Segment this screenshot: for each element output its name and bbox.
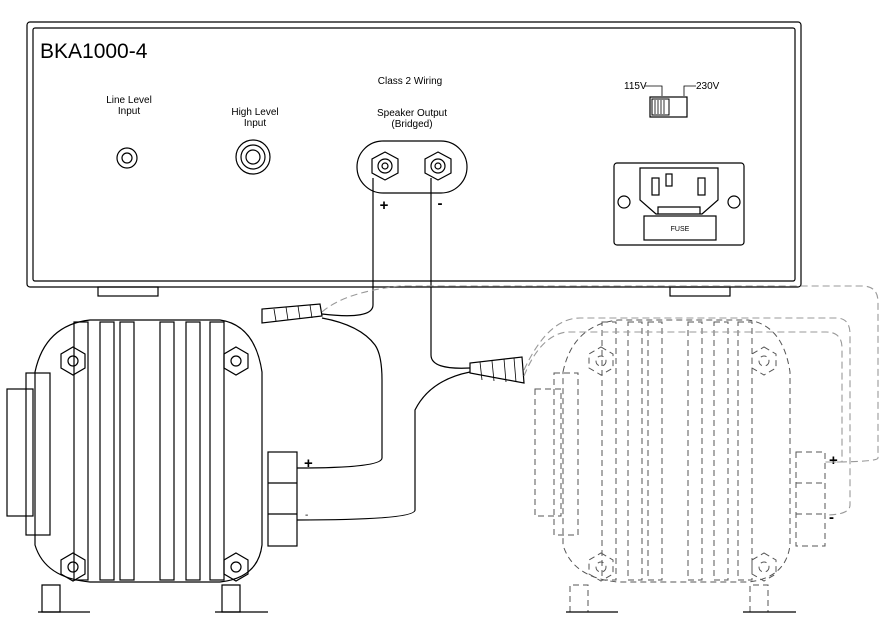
voltage-230-label: 230V: [696, 81, 720, 92]
wire-right-loop: [523, 331, 843, 463]
speaker-output-label-1: Speaker Output: [377, 108, 447, 119]
high-level-label-1: High Level: [231, 107, 278, 118]
wire-left-plus: [296, 317, 383, 469]
line-level-label-2: Input: [118, 106, 140, 117]
right-plus-label: +: [829, 452, 838, 469]
wire-nut-lower: [469, 356, 525, 384]
voltage-selector-switch: 115V 230V: [624, 81, 720, 118]
transducer-left: [6, 319, 298, 613]
power-inlet: [613, 162, 745, 246]
speaker-output-label-2: (Bridged): [391, 119, 432, 130]
output-plus-label: +: [380, 197, 389, 214]
right-minus-label: -: [829, 509, 834, 526]
amplifier-model-title: BKA1000-4: [40, 40, 148, 63]
speaker-output-terminals: [356, 140, 468, 194]
wire-right-plus: [321, 285, 879, 463]
fuse-label: FUSE: [671, 226, 690, 233]
output-minus-label: -: [438, 195, 443, 212]
line-level-input-jack: Line Level Input: [106, 95, 152, 169]
high-level-label-2: Input: [244, 118, 266, 129]
wire-nut-upper: [261, 303, 323, 324]
wire-left-minus: [296, 371, 471, 521]
amplifier-chassis: [26, 21, 802, 297]
wire-right-minus: [523, 317, 851, 516]
left-plus-label: +: [304, 455, 313, 472]
line-level-label-1: Line Level: [106, 95, 152, 106]
transducer-right: [534, 319, 826, 613]
left-minus-label: -: [305, 510, 308, 521]
wire-amp-plus: [321, 178, 374, 317]
high-level-input-jack: High Level Input: [231, 107, 279, 175]
voltage-115-label: 115V: [624, 81, 647, 92]
class-2-wiring-label: Class 2 Wiring: [378, 76, 442, 87]
wire-amp-minus: [430, 178, 471, 369]
